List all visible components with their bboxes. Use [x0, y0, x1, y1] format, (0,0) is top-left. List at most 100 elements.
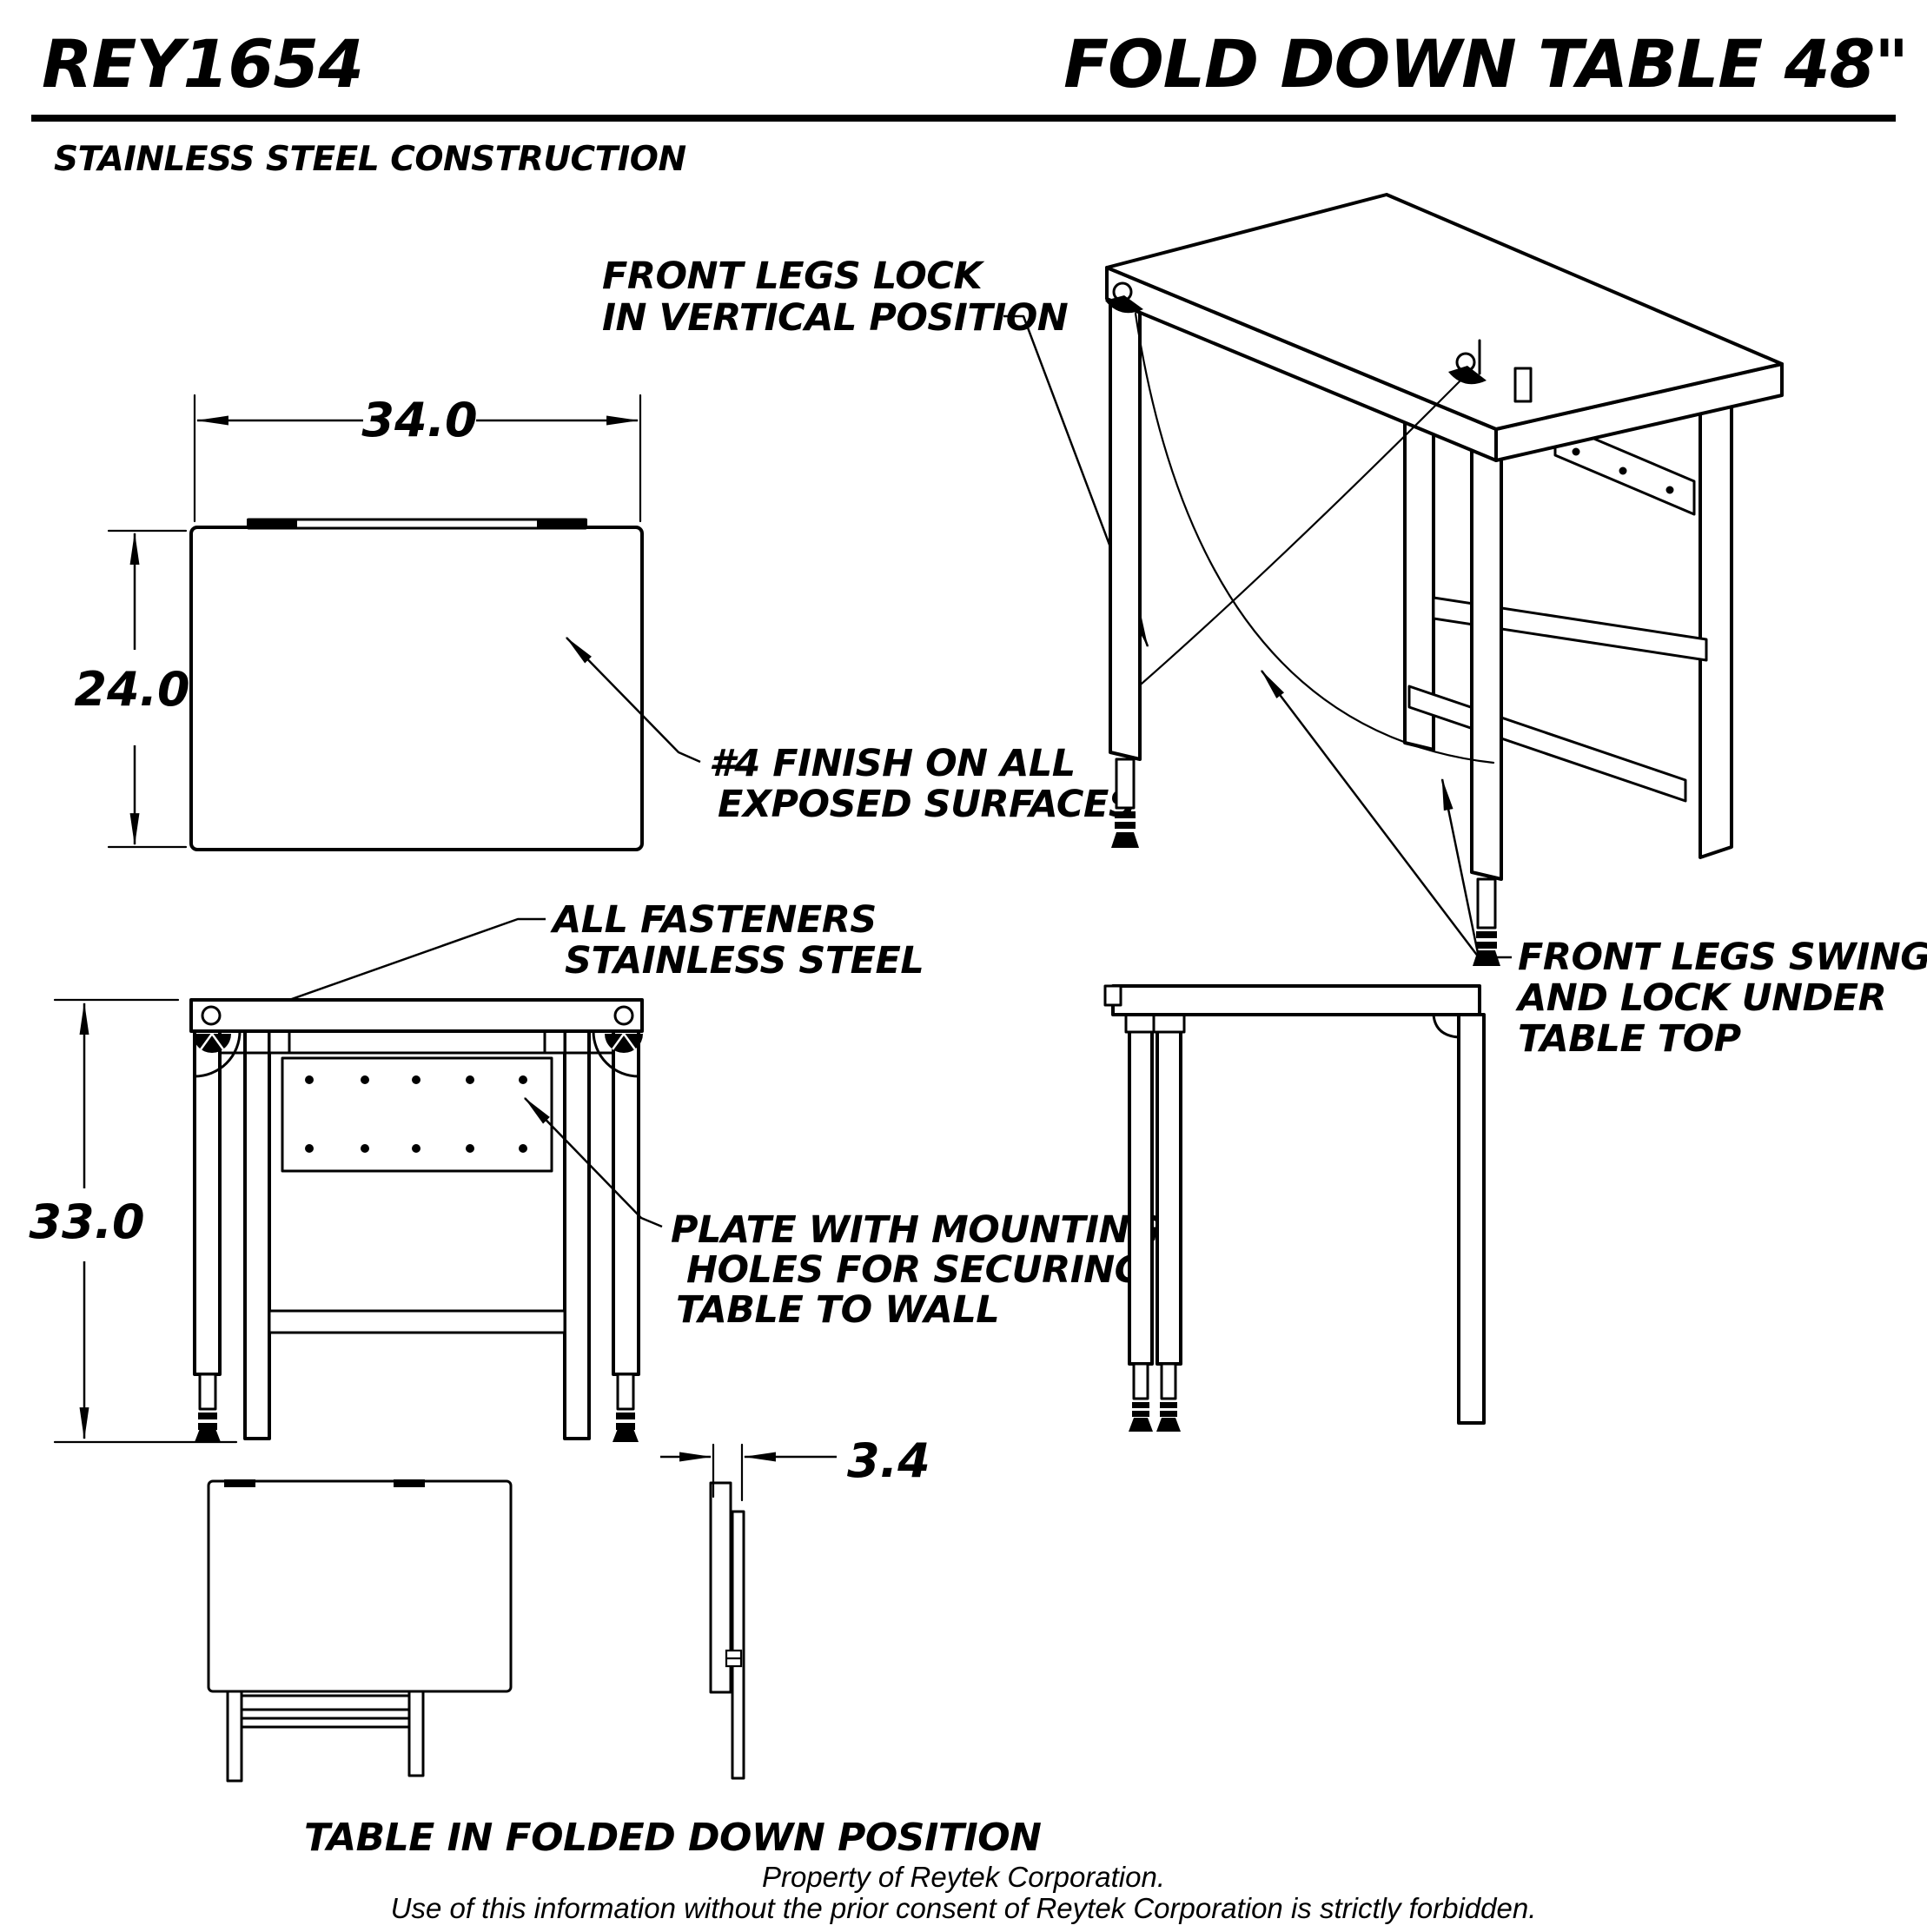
side-front-leg — [1156, 1013, 1182, 1366]
dimension-height: 33.0 — [29, 998, 238, 1444]
annotation-fasteners: ALL FASTENERS STAINLESS STEEL — [246, 898, 924, 1016]
iso-back-right-leg — [1699, 352, 1733, 859]
stretcher-bar — [240, 1717, 411, 1729]
footer-line-2: Use of this information without the prio… — [391, 1892, 1537, 1924]
iso-mounting-hole — [1619, 466, 1627, 475]
mounting-plate — [281, 1056, 553, 1173]
top-view — [189, 518, 644, 851]
swing-arc — [1140, 368, 1473, 685]
foot-pad — [613, 1426, 639, 1442]
iso-front-right-leg — [1470, 431, 1503, 881]
annotation-legs-swing: FRONT LEGS SWING UP AND LOCK UNDER TABLE… — [1261, 669, 1927, 1061]
dimension-top-depth: 24.0 — [74, 529, 190, 849]
annotation-front-legs-lock: FRONT LEGS LOCK IN VERTICAL POSITION — [602, 255, 1149, 648]
iso-front-left-leg — [1109, 294, 1142, 761]
leader-fasteners — [246, 917, 546, 1016]
corner-bracket — [1432, 1013, 1460, 1039]
leg-adjuster — [1160, 1362, 1177, 1400]
leg-latch-block — [268, 1029, 291, 1055]
hinge-strip — [247, 518, 587, 530]
iso-leg-adjuster — [1476, 877, 1497, 930]
folded-table-top — [207, 1479, 513, 1693]
note-line: FRONT LEGS SWING UP — [1518, 936, 1927, 979]
iso-mounting-hole — [1665, 486, 1674, 494]
folded-leg — [226, 1690, 243, 1783]
hinge-arc — [592, 1029, 640, 1078]
leader-front-legs-lock — [1003, 314, 1149, 648]
dim-top-width-value: 34.0 — [361, 393, 477, 447]
page-title: FOLD DOWN TABLE 48" — [1063, 25, 1908, 103]
foot-pad — [1129, 1418, 1153, 1432]
leader-mounting-plate — [523, 1096, 663, 1228]
iso-stretcher-lower — [1407, 685, 1687, 803]
mounting-holes — [305, 1075, 527, 1153]
note-line: #4 FINISH ON ALL — [709, 742, 1076, 785]
folded-front-view — [207, 1479, 513, 1783]
hinge-bracket — [1105, 295, 1143, 314]
hinge-tab-left — [247, 519, 297, 528]
leg-adjuster — [616, 1373, 635, 1411]
iso-leg-adjuster — [1115, 758, 1136, 810]
note-line: AND LOCK UNDER — [1515, 976, 1886, 1020]
stretcher-bar — [268, 1309, 566, 1334]
leg-adjuster — [1132, 1362, 1149, 1400]
hinge-pin — [613, 1005, 634, 1026]
hinge-tab-left — [224, 1479, 255, 1487]
foot-pad — [195, 1426, 221, 1442]
annotation-finish: #4 FINISH ON ALL EXPOSED SURFACES — [565, 636, 1136, 826]
part-number: REY1654 — [42, 25, 363, 103]
table-top-edge — [1111, 984, 1481, 1016]
folded-leg — [407, 1690, 425, 1777]
foot-pad — [1156, 1418, 1181, 1432]
folded-view-caption: TABLE IN FOLDED DOWN POSITION — [304, 1816, 1041, 1860]
leader-legs-swing — [1440, 777, 1480, 958]
back-leg-left — [243, 1029, 271, 1440]
side-front-leg — [1128, 1013, 1154, 1366]
hinge-bracket — [1448, 366, 1487, 385]
note-line: ALL FASTENERS — [550, 898, 877, 942]
dim-height-value: 33.0 — [29, 1194, 144, 1249]
note-line: EXPOSED SURFACES — [718, 783, 1135, 826]
hinge-tab — [1103, 984, 1122, 1007]
note-line: IN VERTICAL POSITION — [602, 296, 1069, 340]
dim-top-depth-value: 24.0 — [74, 662, 189, 717]
footer-line-1: Property of Reytek Corporation. — [762, 1861, 1165, 1893]
front-view — [189, 998, 644, 1442]
side-back-leg — [1457, 1013, 1486, 1425]
back-leg-right — [563, 1029, 591, 1440]
dimension-top-width: 34.0 — [193, 393, 642, 523]
leg-hinge-block — [1124, 1013, 1157, 1034]
annotation-mounting-plate: PLATE WITH MOUNTING HOLES FOR SECURING T… — [523, 1096, 1160, 1332]
folded-side-view — [709, 1481, 745, 1780]
folded-top-edge — [709, 1481, 732, 1694]
swing-arc — [1134, 312, 1495, 764]
note-line: HOLES FOR SECURING — [686, 1248, 1144, 1292]
front-leg-left — [193, 1029, 222, 1376]
iso-mounting-hole — [1572, 447, 1580, 456]
hinge-latch — [1513, 367, 1533, 403]
folded-leg-edge — [731, 1510, 745, 1780]
side-view — [1103, 984, 1486, 1432]
stretcher-bar — [240, 1694, 411, 1711]
note-line: STAINLESS STEEL — [565, 939, 924, 983]
iso-top-surface — [1105, 193, 1784, 431]
isometric-view — [1105, 193, 1784, 966]
hinge-arc — [193, 1029, 242, 1078]
table-top-edge — [189, 998, 644, 1033]
note-line: FRONT LEGS LOCK — [602, 255, 984, 298]
hinge-tab-right — [394, 1479, 425, 1487]
leg-adjuster — [198, 1373, 217, 1411]
leader-finish — [565, 636, 701, 764]
dim-folded-thickness-value: 3.4 — [847, 1433, 930, 1488]
iso-foot-pad — [1111, 832, 1139, 848]
dimension-folded-thickness: 3.4 — [660, 1433, 930, 1502]
hinge-tab-right — [537, 519, 587, 528]
leg-hinge-block — [1152, 1013, 1186, 1034]
note-line: TABLE TOP — [1518, 1017, 1741, 1061]
table-top-outline — [189, 526, 644, 851]
leg-latch-block — [543, 1029, 566, 1055]
title-block: REY1654 FOLD DOWN TABLE 48" STAINLESS ST… — [31, 25, 1909, 179]
subtitle: STAINLESS STEEL CONSTRUCTION — [54, 140, 686, 179]
